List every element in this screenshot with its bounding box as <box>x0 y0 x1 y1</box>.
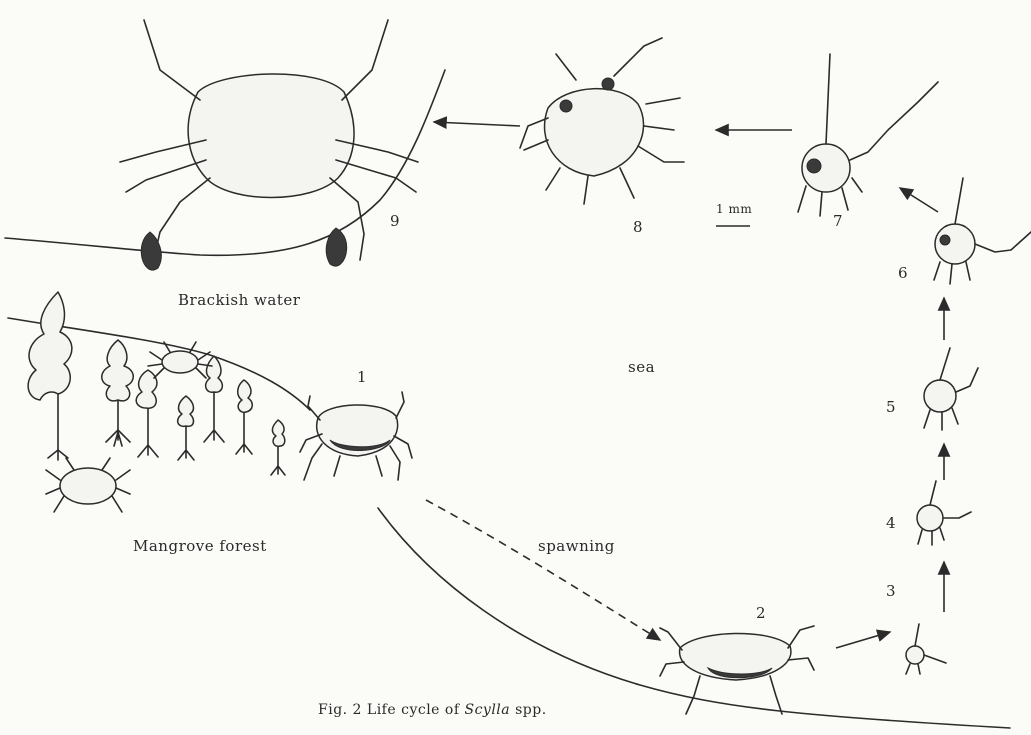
arrow-6-to-7 <box>900 188 938 212</box>
arrow-8-to-9 <box>434 122 520 126</box>
stage-label-6: 6 <box>898 264 908 282</box>
caption-prefix: Fig. 2 Life cycle of <box>318 702 460 718</box>
stage-label-9: 9 <box>390 212 400 230</box>
zoea-stage-3 <box>906 624 946 674</box>
stage-label-1: 1 <box>357 368 367 386</box>
zoea-stage-5 <box>924 348 978 430</box>
caption-genus: Scylla <box>464 702 510 718</box>
habitat-sea: sea <box>628 358 655 376</box>
mangrove-tree <box>204 356 224 442</box>
stage-label-8: 8 <box>633 218 643 236</box>
mangrove-tree <box>271 420 285 475</box>
stage-label-4: 4 <box>886 514 896 532</box>
stage-label-7: 7 <box>833 212 843 230</box>
zoea-stage-4 <box>917 481 971 545</box>
mangrove-tree <box>28 292 72 460</box>
caption-suffix: spp. <box>515 702 547 718</box>
zoea-stage-7 <box>798 54 938 216</box>
stage-label-2: 2 <box>756 604 766 622</box>
stage-label-5: 5 <box>886 398 896 416</box>
arrow-1-to-2-spawning <box>426 500 660 640</box>
mangrove-tree <box>136 370 158 457</box>
figure-caption: Fig. 2 Life cycle of Scylla spp. <box>318 702 547 718</box>
adult-crab-stage-9 <box>120 20 418 270</box>
berried-crab-stage-2 <box>660 626 814 714</box>
habitat-brackish-water: Brackish water <box>178 291 300 309</box>
zoea-stage-6 <box>934 178 1031 284</box>
mangrove-crab <box>46 458 130 512</box>
adult-crab-stage-1 <box>300 392 412 480</box>
habitat-mangrove-forest: Mangrove forest <box>133 537 267 555</box>
mangrove-tree <box>102 340 134 446</box>
mangrove-tree <box>236 380 252 454</box>
megalopa-stage-8 <box>520 38 684 204</box>
mangrove-trees <box>28 292 285 475</box>
arrow-2-to-3 <box>836 632 890 648</box>
mangrove-tree <box>178 396 194 460</box>
stage-label-3: 3 <box>886 582 896 600</box>
scale-bar-label: 1 mm <box>716 202 752 216</box>
process-spawning: spawning <box>538 537 615 555</box>
